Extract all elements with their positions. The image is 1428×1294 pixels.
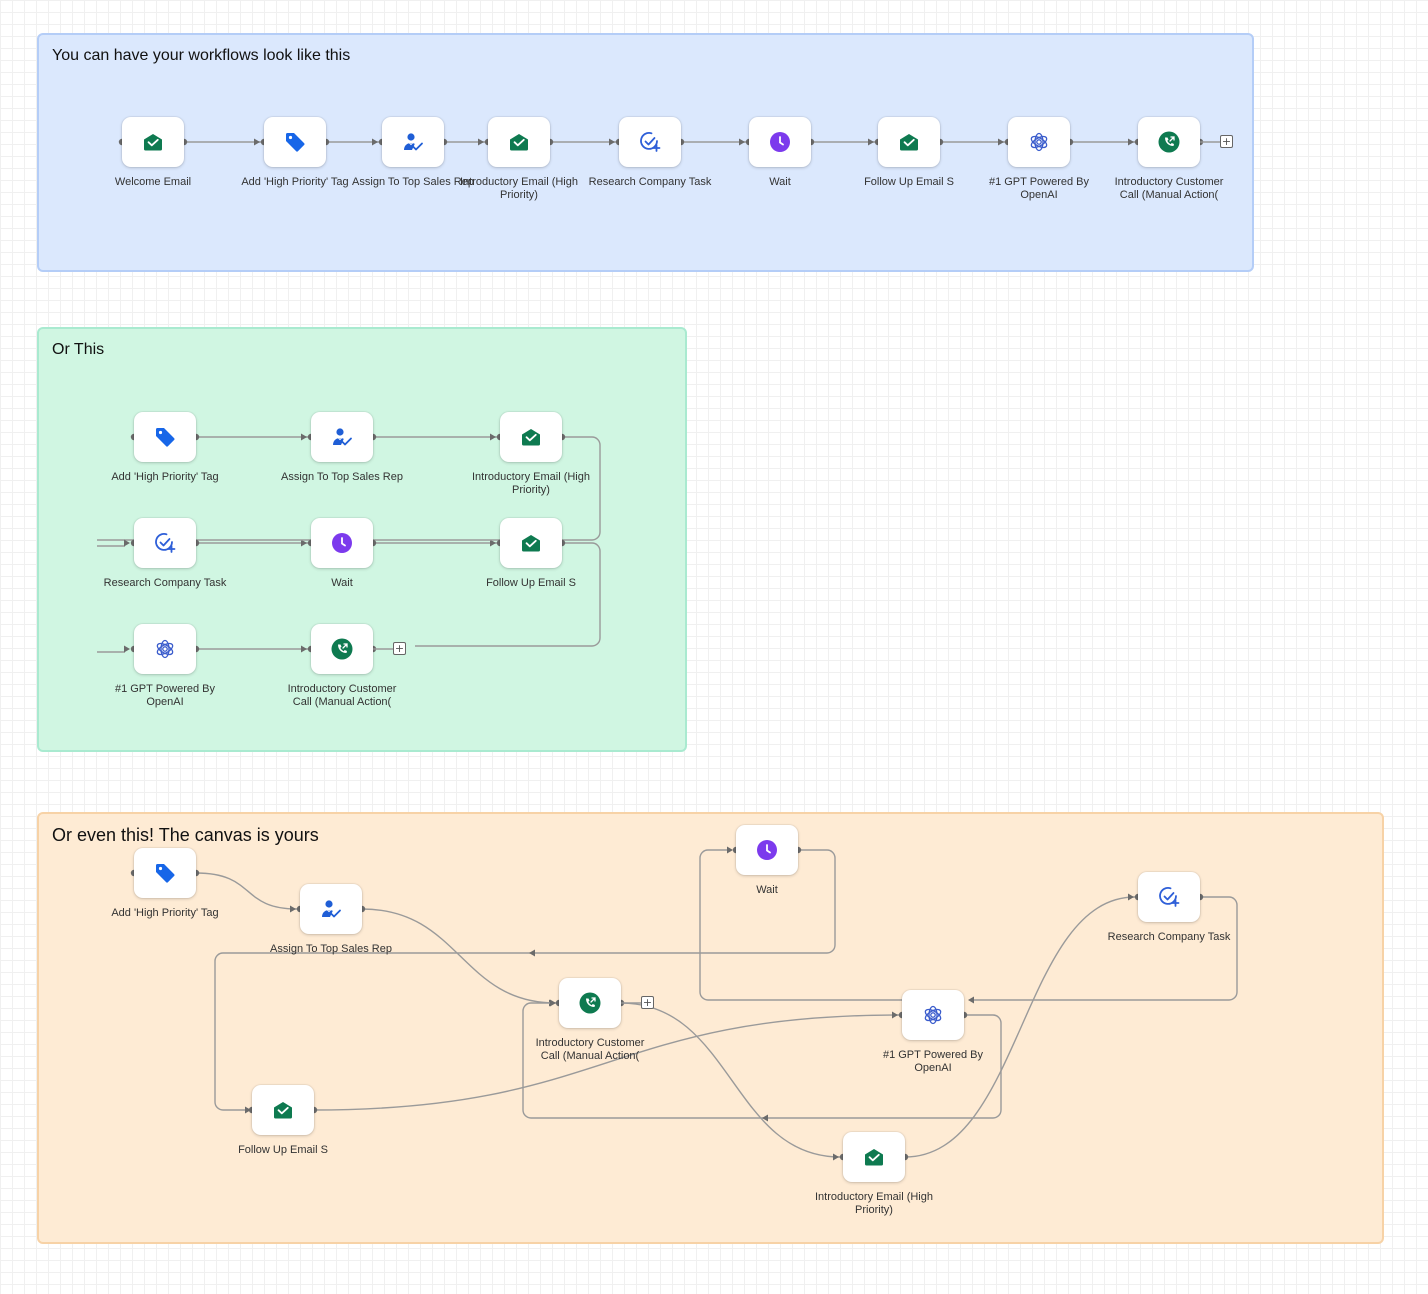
node-label: Introductory Email (High Priority)	[460, 176, 578, 201]
node-label: Assign To Top Sales Rep	[270, 943, 392, 955]
node-label: Wait	[331, 577, 353, 589]
openai-icon	[153, 637, 177, 661]
tag-icon	[153, 425, 177, 449]
assign-user-icon	[401, 130, 425, 154]
workflow-node-research-task[interactable]	[1138, 872, 1200, 922]
node-label: Follow Up Email S	[238, 1144, 328, 1156]
workflow-node-wait[interactable]	[311, 518, 373, 568]
workflow-node-assign-rep[interactable]	[300, 884, 362, 934]
node-label: Wait	[756, 884, 778, 896]
workflow-node-gpt[interactable]	[1008, 117, 1070, 167]
group-title: You can have your workflows look like th…	[52, 47, 351, 64]
phone-call-icon	[330, 637, 354, 661]
email-icon	[271, 1098, 295, 1122]
add-step-icon[interactable]: +	[1220, 135, 1233, 148]
workflow-node-welcome-email[interactable]	[122, 117, 184, 167]
group-title: Or This	[52, 341, 105, 358]
workflow-node-gpt[interactable]	[134, 624, 196, 674]
add-step-icon[interactable]: +	[393, 642, 406, 655]
workflow-node-assign-rep[interactable]	[311, 412, 373, 462]
email-icon	[519, 425, 543, 449]
node-label: #1 GPT Powered By OpenAI	[882, 1049, 984, 1074]
workflow-node-intro-email[interactable]	[843, 1132, 905, 1182]
node-label: Introductory Email (High Priority)	[815, 1191, 933, 1216]
workflow-node-add-tag[interactable]	[134, 412, 196, 462]
workflow-node-follow-up[interactable]	[252, 1085, 314, 1135]
phone-call-icon	[1157, 130, 1181, 154]
openai-icon	[1027, 130, 1051, 154]
node-label: Introductory Customer Call (Manual Actio…	[535, 1037, 645, 1062]
workflow-node-intro-call[interactable]	[1138, 117, 1200, 167]
workflow-node-gpt[interactable]	[902, 990, 964, 1040]
node-label: Add 'High Priority' Tag	[111, 471, 219, 483]
workflow-node-intro-call[interactable]	[311, 624, 373, 674]
workflow-node-intro-call[interactable]	[559, 978, 621, 1028]
workflow-node-intro-email[interactable]	[488, 117, 550, 167]
workflow-node-assign-rep[interactable]	[382, 117, 444, 167]
task-add-icon	[153, 531, 177, 555]
node-label: Welcome Email	[114, 176, 192, 188]
node-label: Follow Up Email S	[486, 577, 576, 589]
email-icon	[519, 531, 543, 555]
workflow-node-follow-up[interactable]	[878, 117, 940, 167]
assign-user-icon	[330, 425, 354, 449]
tag-icon	[153, 861, 177, 885]
group-title: Or even this! The canvas is yours	[52, 825, 319, 845]
add-step-icon[interactable]: +	[641, 996, 654, 1009]
workflow-node-intro-email[interactable]	[500, 412, 562, 462]
node-label: Introductory Customer Call (Manual Actio…	[1114, 176, 1224, 201]
email-icon	[141, 130, 165, 154]
clock-icon	[755, 838, 779, 862]
assign-user-icon	[319, 897, 343, 921]
node-label: Add 'High Priority' Tag	[111, 907, 219, 919]
clock-icon	[768, 130, 792, 154]
email-icon	[897, 130, 921, 154]
phone-call-icon	[578, 991, 602, 1015]
openai-icon	[921, 1003, 945, 1027]
node-label: Add 'High Priority' Tag	[241, 176, 349, 188]
tag-icon	[283, 130, 307, 154]
node-label: Research Company Task	[588, 176, 712, 188]
node-label: #1 GPT Powered By OpenAI	[988, 176, 1090, 201]
node-label: Introductory Customer Call (Manual Actio…	[287, 683, 397, 708]
node-label: Follow Up Email S	[864, 176, 954, 188]
workflow-node-wait[interactable]	[749, 117, 811, 167]
workflow-node-research-task[interactable]	[134, 518, 196, 568]
node-label: Research Company Task	[1107, 931, 1231, 943]
node-label: Research Company Task	[103, 577, 227, 589]
workflow-node-add-tag[interactable]	[134, 848, 196, 898]
node-label: Assign To Top Sales Rep	[352, 176, 474, 188]
email-icon	[862, 1145, 886, 1169]
workflow-node-add-tag[interactable]	[264, 117, 326, 167]
node-label: Introductory Email (High Priority)	[472, 471, 590, 496]
workflow-node-research-task[interactable]	[619, 117, 681, 167]
workflow-node-wait[interactable]	[736, 825, 798, 875]
task-add-icon	[638, 130, 662, 154]
clock-icon	[330, 531, 354, 555]
workflow-node-follow-up[interactable]	[500, 518, 562, 568]
email-icon	[507, 130, 531, 154]
node-label: Assign To Top Sales Rep	[281, 471, 403, 483]
task-add-icon	[1157, 885, 1181, 909]
node-label: Wait	[769, 176, 791, 188]
node-label: #1 GPT Powered By OpenAI	[114, 683, 216, 708]
